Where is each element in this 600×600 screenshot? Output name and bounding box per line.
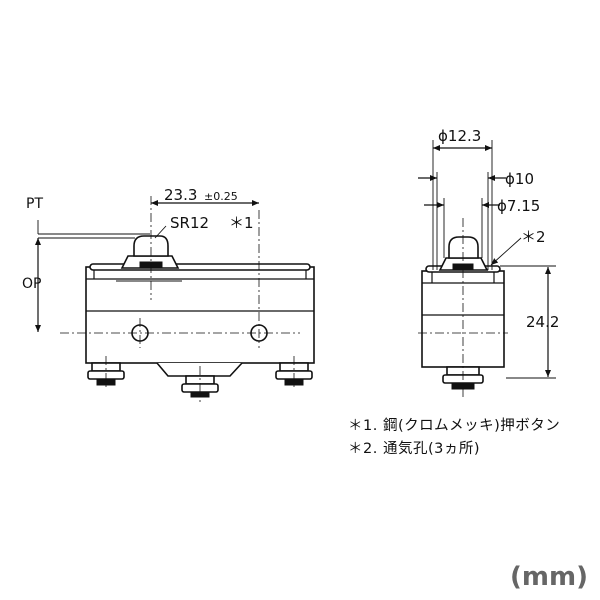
front-view [35, 196, 315, 402]
phi-12-3-label: ϕ12.3 [438, 127, 481, 145]
side-housing [421, 270, 505, 368]
unit-label: (mm) [510, 562, 588, 592]
pt-label: PT [26, 196, 43, 212]
sr12-label: SR12 [170, 214, 209, 232]
phi-7-15-label: ϕ7.15 [497, 197, 540, 215]
plunger-button [133, 235, 169, 257]
side-view [418, 140, 556, 398]
front-housing [85, 266, 315, 364]
note-ref-2: ＊2 [521, 228, 546, 246]
note-2: ＊2. 通気孔(3ヵ所) [348, 441, 480, 457]
dim-23-3-label: 23.3 [164, 186, 197, 204]
dim-24-2-label: 24.2 [526, 313, 559, 331]
note-1: ＊1. 鋼(クロムメッキ)押ボタン [348, 418, 561, 434]
dim-23-3-tolerance: ±0.25 [204, 190, 238, 203]
note-ref-1: ＊1 [229, 214, 254, 232]
phi-10-label: ϕ10 [505, 170, 534, 188]
op-label: OP [22, 276, 41, 292]
